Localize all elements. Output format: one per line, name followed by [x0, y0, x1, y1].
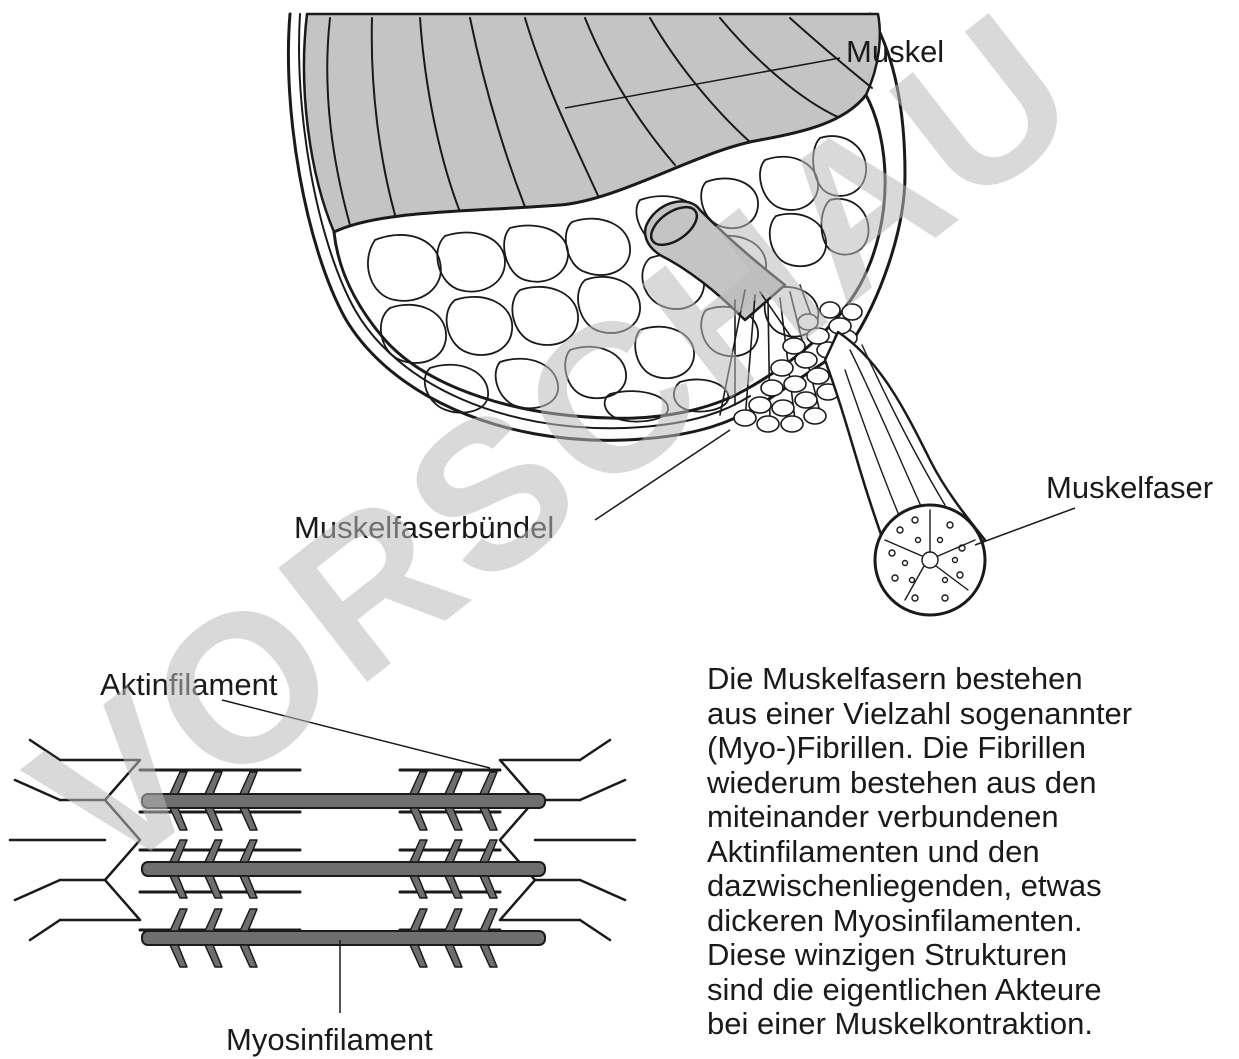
description-line: Diese winzigen Strukturen	[707, 938, 1227, 973]
label-muskelfaser: Muskelfaser	[1046, 470, 1213, 505]
description-line: Aktinfilamenten und den	[707, 835, 1227, 870]
description-line: dazwischenliegenden, etwas	[707, 869, 1227, 904]
leader-line-muskelfaser	[975, 508, 1075, 545]
description-line: (Myo-)Fibrillen. Die Fibrillen	[707, 731, 1227, 766]
description-line: aus einer Vielzahl sogenannter	[707, 697, 1227, 732]
description-line: sind die eigentlichen Akteure	[707, 973, 1227, 1008]
description-line: bei einer Muskelkontraktion.	[707, 1007, 1227, 1042]
description-line: miteinander verbundenen	[707, 800, 1227, 835]
description-paragraph: Die Muskelfasern bestehen aus einer Viel…	[707, 662, 1227, 1042]
z-disc-right	[500, 740, 635, 940]
label-myosinfilament: Myosinfilament	[226, 1022, 433, 1057]
description-line: wiederum bestehen aus den	[707, 766, 1227, 801]
description-line: Die Muskelfasern bestehen	[707, 662, 1227, 697]
description-line: dickeren Myosinfilamenten.	[707, 904, 1227, 939]
